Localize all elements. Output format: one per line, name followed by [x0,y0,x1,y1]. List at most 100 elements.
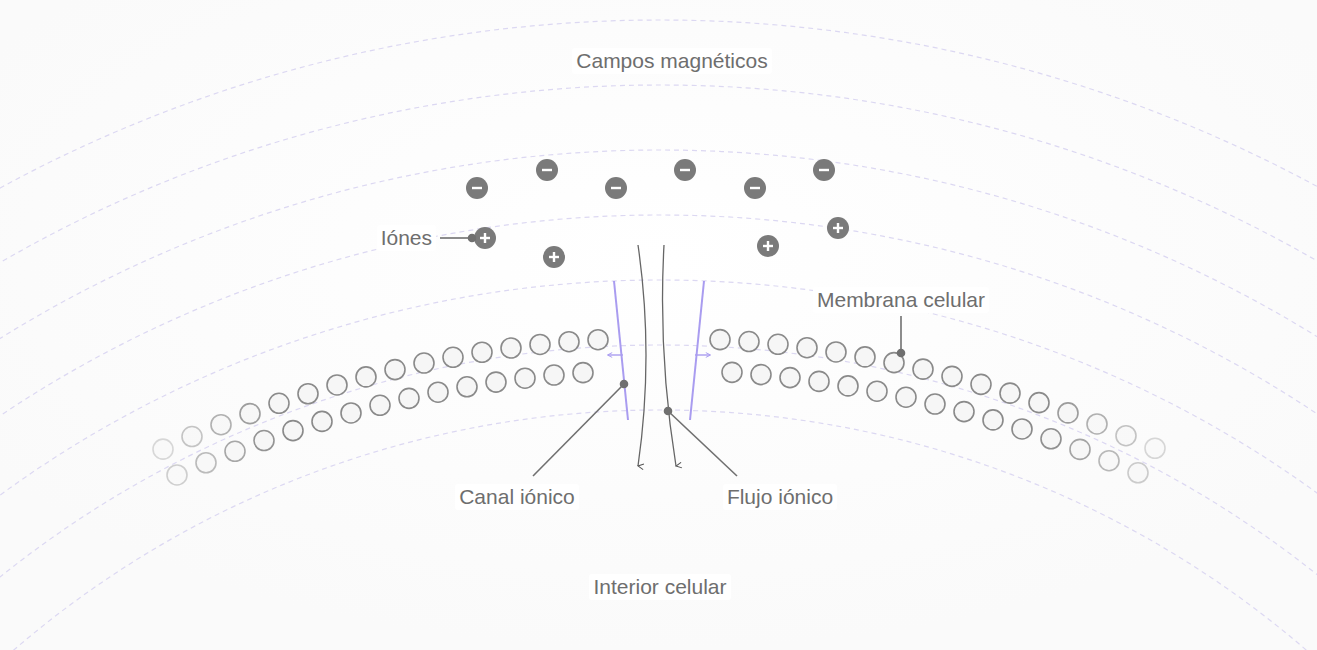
lipid-head [167,465,187,485]
negative-ion [674,159,696,181]
lipid-head [472,342,492,362]
lipid-head [399,388,419,408]
lipid-head [942,366,962,386]
lipid-head [710,330,730,350]
minus-sign [472,187,482,189]
leader-line [533,384,624,476]
field-arc [0,215,1317,650]
negative-ion [813,159,835,181]
lipid-head [1058,403,1078,423]
field-arc [0,150,1317,650]
lipid-head [443,347,463,367]
minus-sign [542,169,552,171]
leader-dot [469,235,476,242]
label: Canal iónico [455,484,579,509]
leader-dot [665,408,672,415]
lipid-head [925,394,945,414]
lipid-head [356,367,376,387]
lipid-head [809,371,829,391]
leader-dot [621,381,628,388]
lipid-head [573,363,593,383]
field-arc [0,20,1317,650]
lipid-head [768,334,788,354]
lipid-head [838,376,858,396]
lipid-head [269,393,289,413]
channel-arrow [608,354,623,355]
lipid-head [1128,463,1148,483]
lipid-head [182,427,202,447]
label: Membrana celular [813,287,989,312]
positive-ion [827,217,849,239]
negative-ion [536,159,558,181]
lipid-head [867,381,887,401]
lipid-head [225,441,245,461]
lipid-head [196,453,216,473]
lipid-head [457,377,477,397]
lipid-head [559,332,579,352]
lipid-head [983,410,1003,430]
plus-sign [484,233,486,243]
lipid-head [896,387,916,407]
field-arc [0,345,1317,650]
negative-ion [466,177,488,199]
leader-line [900,316,902,353]
lipid-head [826,342,846,362]
ions [466,159,849,268]
positive-ion [757,235,779,257]
lipid-head [341,403,361,423]
lipid-head [211,415,231,435]
leader-dot [898,350,905,357]
ion-flow-line [663,245,677,466]
lipid-head [486,372,506,392]
channel-arrow [695,354,710,355]
positive-ion [543,246,565,268]
lipid-head [1116,426,1136,446]
lipid-head [414,353,434,373]
lipid-head [971,374,991,394]
field-arc [0,280,1317,650]
label: Iónes [377,225,436,250]
lipid-head [1000,383,1020,403]
minus-sign [680,169,690,171]
label: Flujo iónico [723,484,837,509]
magnetic-field-lines [0,20,1317,650]
lipid-head [240,404,260,424]
lipid-head [283,421,303,441]
channel-wall [614,281,628,420]
lipid-head [153,439,173,459]
negative-ion [744,177,766,199]
lipid-head [298,384,318,404]
channel-wall [690,281,704,420]
label: Interior celular [589,574,730,599]
lipid-head [913,359,933,379]
lipid-head [751,365,771,385]
lipid-head [1087,414,1107,434]
lipid-head [327,375,347,395]
lipid-head [780,368,800,388]
lipid-head [855,347,875,367]
positive-ion [474,227,496,249]
ion-flow-line [638,245,646,466]
lipid-head [254,431,274,451]
plus-sign [767,241,769,251]
lipid-head [588,330,608,350]
lipid-head [515,368,535,388]
lipid-head [544,365,564,385]
leader-line [668,411,737,476]
minus-sign [750,187,760,189]
field-arc [0,85,1317,650]
cell-membrane [153,330,1165,485]
lipid-head [739,332,759,352]
lipid-head [1099,451,1119,471]
lipid-head [1145,438,1165,458]
lipid-head [501,338,521,358]
lipid-head [722,362,742,382]
minus-sign [819,169,829,171]
label: Campos magnéticos [572,48,771,73]
lipid-head [1070,439,1090,459]
leader-line [440,237,472,239]
plus-sign [837,223,839,233]
lipid-head [1012,419,1032,439]
